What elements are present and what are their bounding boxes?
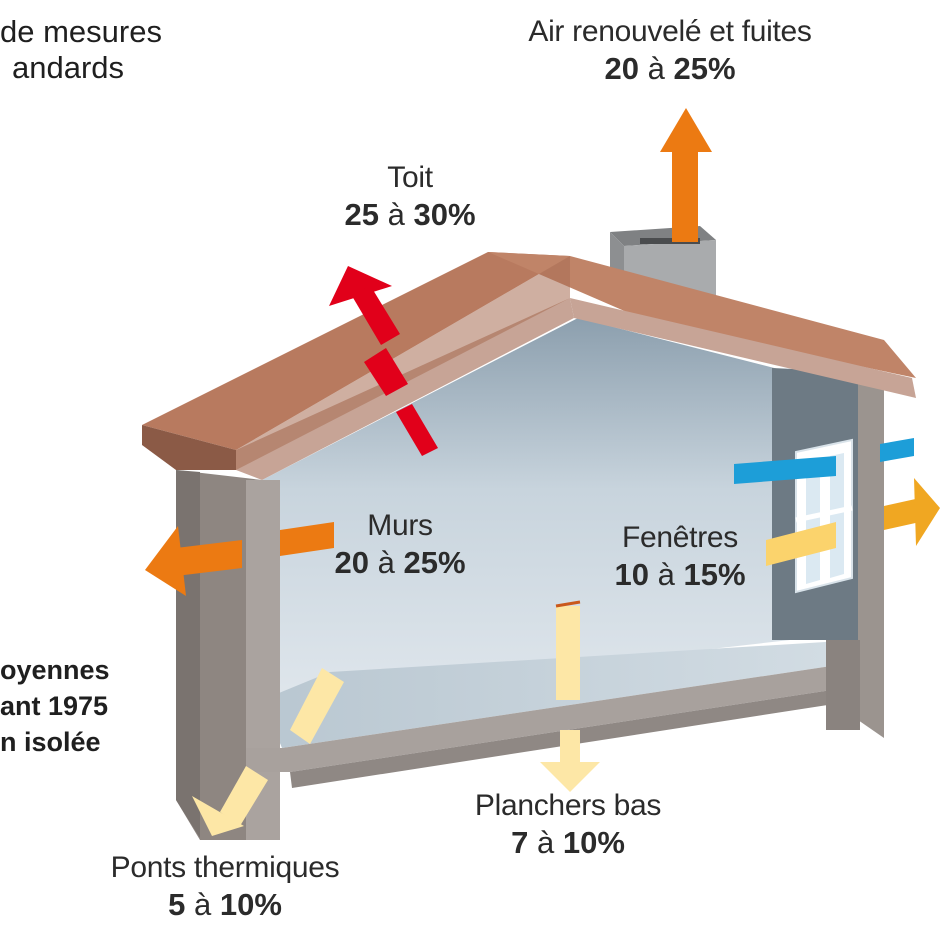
floor-slab bbox=[246, 662, 858, 772]
floor-loss-arrow bbox=[540, 600, 600, 792]
window-loss-arrow bbox=[766, 478, 940, 566]
label-air: Air renouvelé et fuites 20 à 25% bbox=[470, 14, 870, 88]
label-toit-name: Toit bbox=[387, 161, 433, 194]
label-fenetres-name: Fenêtres bbox=[622, 521, 738, 554]
label-planchers-value: 7 à 10% bbox=[511, 825, 625, 860]
label-murs: Murs 20 à 25% bbox=[300, 508, 500, 582]
label-murs-value: 20 à 25% bbox=[334, 545, 466, 580]
label-ponts-value: 5 à 10% bbox=[168, 887, 282, 922]
label-ponts-name: Ponts thermiques bbox=[110, 851, 340, 884]
thermal-bridge-arrow bbox=[192, 668, 344, 836]
label-planchers-name: Planchers bas bbox=[474, 789, 662, 822]
label-air-value: 20 à 25% bbox=[604, 51, 736, 86]
header-line-2: andards bbox=[12, 50, 125, 85]
header-line-1: de mesures bbox=[0, 14, 162, 49]
side-line-1: oyennes bbox=[0, 655, 110, 685]
label-murs-name: Murs bbox=[367, 509, 433, 542]
side-fragment: oyennes ant 1975 n isolée bbox=[0, 652, 110, 760]
interior-wall bbox=[262, 318, 790, 700]
label-toit-value: 25 à 30% bbox=[344, 197, 476, 232]
header-fragment: de mesures andards bbox=[0, 14, 162, 86]
label-air-name: Air renouvelé et fuites bbox=[528, 15, 812, 48]
roof bbox=[142, 252, 916, 480]
label-toit: Toit 25 à 30% bbox=[300, 160, 520, 234]
roof-loss-arrow bbox=[329, 266, 438, 456]
label-planchers: Planchers bas 7 à 10% bbox=[448, 788, 688, 862]
side-line-2: ant 1975 bbox=[0, 691, 109, 721]
side-line-3: n isolée bbox=[0, 727, 101, 757]
label-ponts: Ponts thermiques 5 à 10% bbox=[90, 850, 360, 924]
air-loss-arrow bbox=[660, 108, 712, 242]
wall-loss-arrow bbox=[145, 522, 334, 596]
label-fenetres-value: 10 à 15% bbox=[614, 557, 746, 592]
right-wall bbox=[858, 372, 884, 738]
label-fenetres: Fenêtres 10 à 15% bbox=[580, 520, 780, 594]
fresh-air-arrows bbox=[734, 438, 914, 484]
